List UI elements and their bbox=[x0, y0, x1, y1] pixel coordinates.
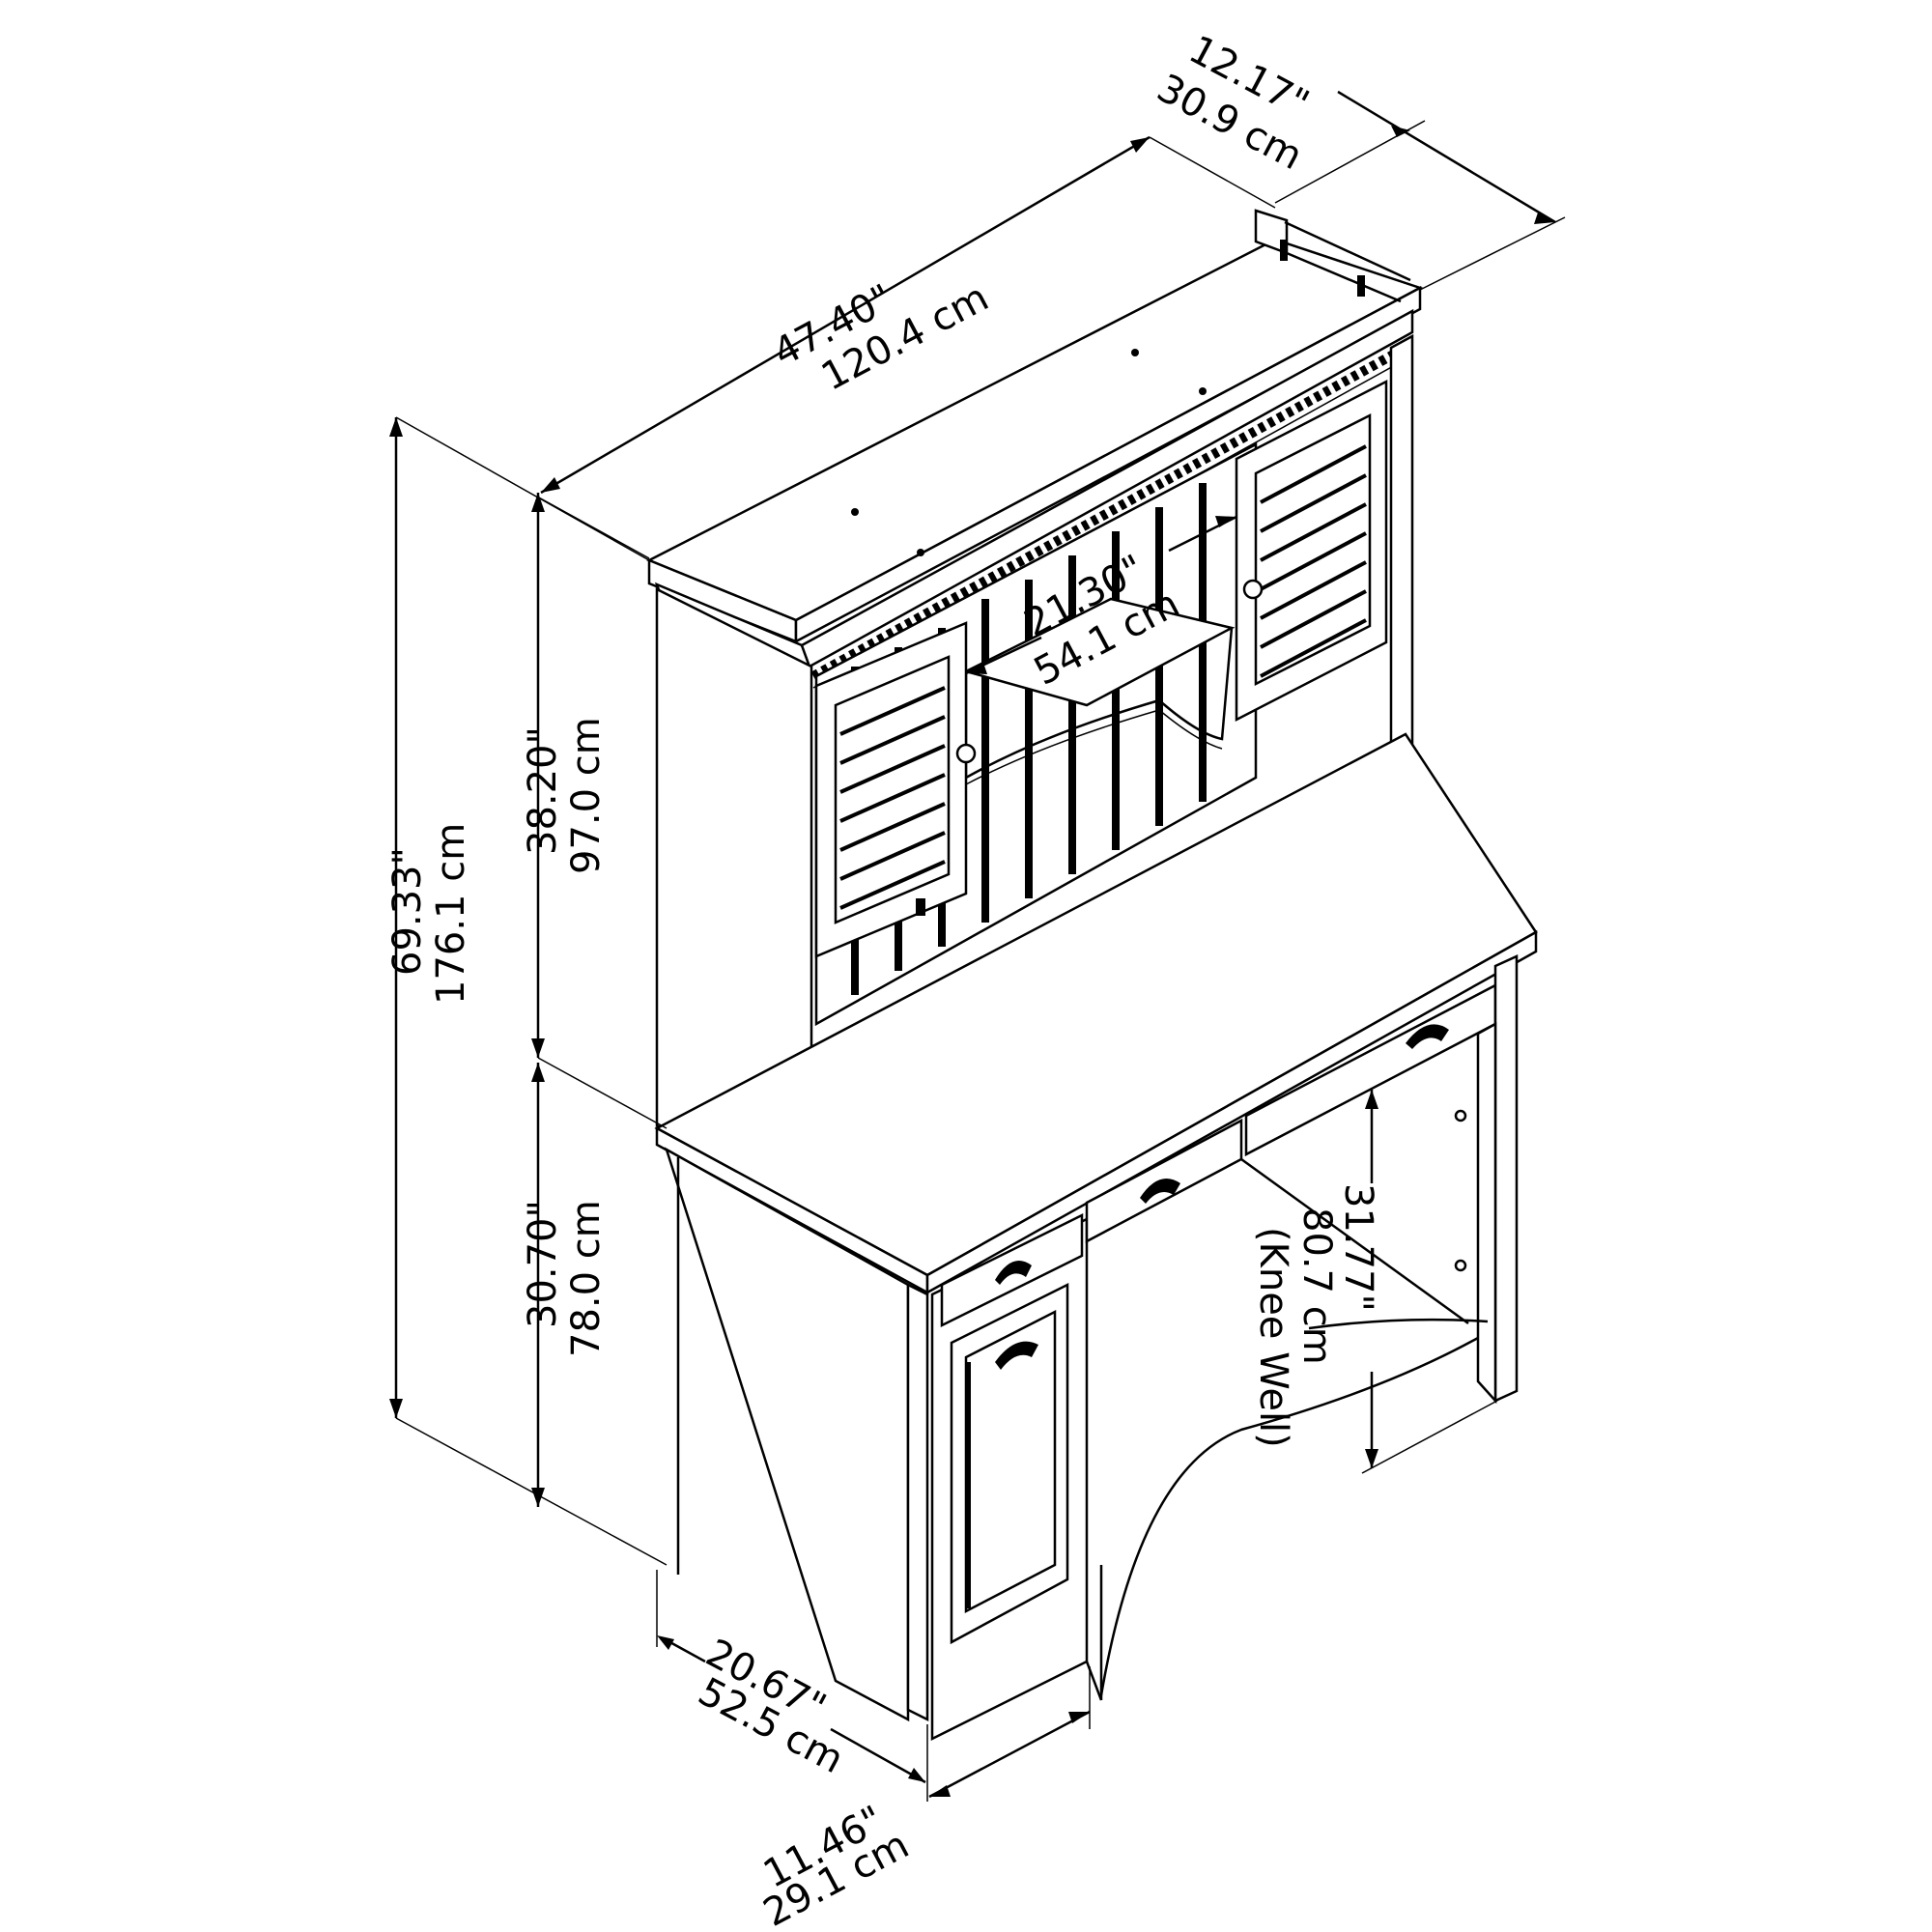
left-door-knob-icon bbox=[955, 743, 977, 764]
total-height-in: 69.33" bbox=[385, 847, 430, 976]
hutch-crown-side bbox=[794, 285, 1422, 644]
dimension-lines bbox=[389, 90, 1566, 1802]
desk-height-in: 30.70" bbox=[521, 1200, 565, 1328]
knee-well-in: 31.77" bbox=[1336, 1183, 1380, 1312]
door-pull-icon bbox=[995, 1341, 1038, 1370]
hutch-height-cm: 97.0 cm bbox=[564, 717, 609, 874]
desk-hutch-drawing bbox=[646, 209, 1538, 1742]
right-door-louvers bbox=[1260, 444, 1367, 678]
total-height-cm: 176.1 cm bbox=[429, 823, 473, 1005]
knee-well-note: (Knee Well) bbox=[1251, 1227, 1295, 1448]
desk-left-side bbox=[664, 1147, 910, 1722]
dimension-labels: 12.17" 30.9 cm 47.40" 120.4 cm 69.33" 17… bbox=[385, 27, 1380, 1932]
right-drawer-pull-icon bbox=[1406, 1024, 1449, 1049]
right-door-knob-icon bbox=[1242, 579, 1264, 600]
hutch-height-in: 38.20" bbox=[521, 726, 565, 855]
center-drawer-pull-icon bbox=[1140, 1179, 1180, 1204]
desk-height-cm: 78.0 cm bbox=[564, 1200, 609, 1357]
small-drawer-pull-icon bbox=[995, 1261, 1032, 1285]
left-door-louvers bbox=[839, 686, 946, 910]
knee-well-cm: 80.7 cm bbox=[1294, 1208, 1339, 1365]
